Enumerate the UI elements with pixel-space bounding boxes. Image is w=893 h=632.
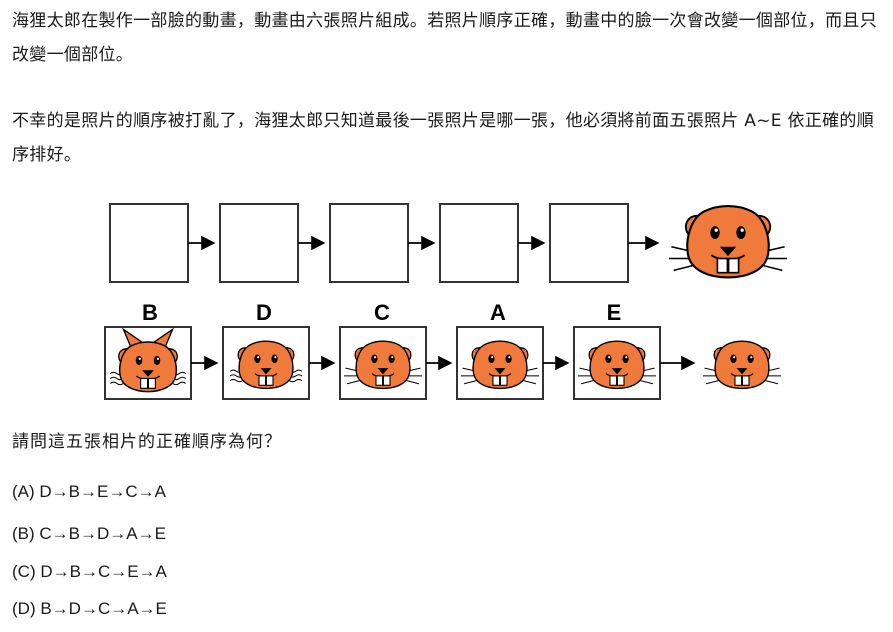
photo-label-4: E xyxy=(607,300,622,325)
question-text: 請問這五張相片的正確順序為何？ xyxy=(12,432,282,452)
answer-slot-5[interactable] xyxy=(549,203,629,283)
photo-E[interactable] xyxy=(573,326,661,400)
intro-paragraph-1: 海狸太郎在製作一部臉的動畫，動畫由六張照片組成。若照片順序正確，動畫中的臉一次會… xyxy=(12,11,877,65)
intro-paragraph-2: 不幸的是照片的順序被打亂了，海狸太郎只知道最後一張照片是哪一張，他必須將前面五張… xyxy=(12,111,875,165)
answer-slot-4[interactable] xyxy=(439,203,519,283)
photo-label-0: B xyxy=(142,300,158,325)
option-c[interactable]: (C) D→B→C→E→A xyxy=(12,562,167,581)
option-a[interactable]: (A) D→B→E→C→A xyxy=(12,482,166,501)
photo-label-1: D xyxy=(256,300,272,325)
answer-slot-2[interactable] xyxy=(219,203,299,283)
photo-label-2: C xyxy=(374,300,390,325)
photo-C[interactable] xyxy=(339,326,427,400)
option-b[interactable]: (B) C→B→D→A→E xyxy=(12,524,166,543)
photo-D[interactable] xyxy=(222,326,310,400)
final-face-large xyxy=(668,204,788,279)
answer-slots xyxy=(109,203,629,283)
photo-B[interactable] xyxy=(104,326,192,400)
option-d[interactable]: (D) B→D→C→A→E xyxy=(12,599,167,618)
photo-sequence-diagram: B D C A E xyxy=(104,203,788,400)
answer-slot-3[interactable] xyxy=(329,203,409,283)
photo-A[interactable] xyxy=(456,326,544,400)
final-face-small xyxy=(702,340,782,390)
photo-label-3: A xyxy=(490,300,506,325)
answer-slot-1[interactable] xyxy=(109,203,189,283)
